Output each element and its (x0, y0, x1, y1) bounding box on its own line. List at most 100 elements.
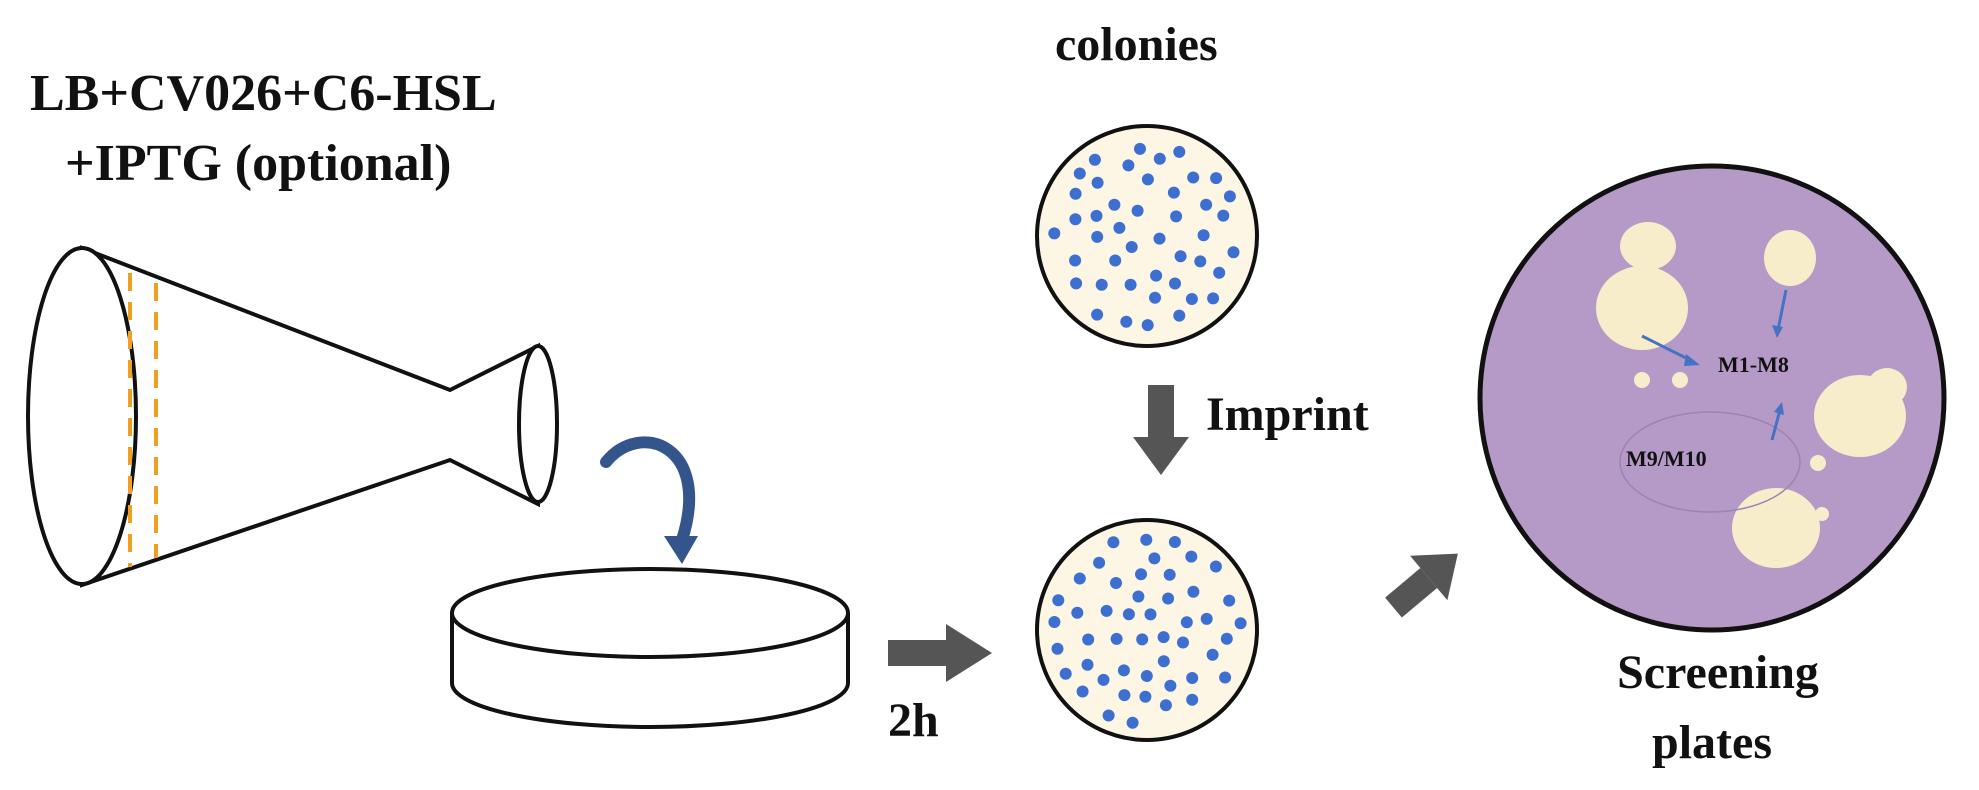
zone-label-m9-m10: M9/M10 (1626, 446, 1707, 471)
halo-zone (1596, 266, 1688, 350)
imprint-arrow (1133, 385, 1189, 475)
colony-dot (1177, 636, 1189, 649)
colony-dot (1150, 269, 1163, 282)
colony-dot (1174, 250, 1187, 263)
colony-dot (1139, 690, 1152, 703)
halo-zone (1732, 488, 1820, 568)
colony-dot (1117, 664, 1130, 677)
colony-dot (1052, 594, 1065, 607)
colony-dot (1219, 671, 1232, 684)
colony-dot (1170, 210, 1183, 223)
colony-dot (1110, 632, 1123, 645)
colony-dot (1169, 277, 1181, 290)
colony-dot (1187, 171, 1200, 184)
colony-dot (1136, 633, 1149, 646)
colony-dot (1200, 198, 1213, 211)
colony-dot (1073, 572, 1086, 585)
screening-label-line1: Screening (1617, 646, 1819, 699)
pour-arrow-head (664, 536, 698, 564)
colony-dot (1144, 608, 1157, 621)
colony-dot (1095, 278, 1108, 291)
flask-body (80, 245, 540, 588)
colony-dot (1124, 278, 1137, 291)
colony-dot (1051, 642, 1064, 655)
colony-dot (1107, 536, 1120, 549)
colony-dot (1159, 699, 1172, 712)
colony-dot (1173, 309, 1186, 322)
colony-dot (1157, 655, 1170, 668)
colony-dot (1093, 556, 1106, 569)
colony-dot (1209, 560, 1222, 573)
colony-dot (1082, 633, 1095, 646)
colony-dot (1168, 536, 1181, 548)
imprint-arrow-shaft (1148, 385, 1174, 437)
colony-dot (1048, 227, 1061, 240)
colony-dot (1220, 632, 1233, 645)
colony-dot (1132, 590, 1145, 603)
halo-zone (1764, 230, 1816, 286)
colonies-label: colonies (1055, 18, 1218, 71)
halo-zone (1634, 372, 1650, 388)
colony-dot (1186, 693, 1199, 706)
colony-dot (1180, 616, 1193, 629)
colony-dot (1157, 631, 1170, 644)
colony-dot (1076, 685, 1089, 698)
culture-flask (26, 245, 559, 588)
colony-dot (1185, 293, 1198, 305)
colony-dot (1185, 550, 1198, 563)
incubation-arrow-head (946, 624, 992, 682)
colony-dot (1194, 255, 1207, 268)
colony-dot (1141, 173, 1154, 186)
colony-plate-top (1035, 124, 1259, 348)
colony-dot (1234, 617, 1247, 630)
halo-zone (1672, 372, 1688, 388)
colony-dot (1059, 667, 1072, 680)
flask-label-line2: +IPTG (optional) (65, 135, 451, 192)
pour-arrow (600, 436, 698, 564)
colony-dot (1126, 716, 1139, 729)
colony-dot (1213, 266, 1226, 279)
colony-dot (1187, 585, 1200, 598)
colony-dot (1200, 612, 1213, 625)
pointer-arrow-head (1684, 354, 1700, 366)
flask-label-line1: LB+CV026+C6-HSL (30, 65, 497, 122)
colony-dot (1141, 319, 1154, 332)
colony-dot (1100, 604, 1113, 617)
colony-dot (1210, 172, 1223, 185)
halo-zone (1810, 455, 1826, 471)
halo-zone (1815, 507, 1829, 521)
m9-m10-zone-outline (1619, 411, 1801, 513)
pointer-arrow-head (1772, 325, 1783, 338)
colony-dot (1197, 229, 1210, 242)
pour-arrow-shaft (600, 436, 696, 546)
colony-dot (1070, 277, 1083, 290)
colony-dot (1091, 308, 1104, 321)
colony-dot (1069, 254, 1082, 267)
colony-dot (1102, 709, 1115, 722)
colony-dot (1186, 672, 1199, 684)
transfer-arrow-shaft (1385, 568, 1438, 618)
colony-dot (1148, 552, 1161, 565)
transfer-arrow-head (1410, 553, 1458, 601)
colony-dot (1207, 292, 1220, 305)
halo-zone (1620, 222, 1676, 270)
colonies-bottom (1048, 533, 1247, 729)
pointer-arrow-head (1774, 402, 1784, 415)
colony-dot (1162, 592, 1175, 605)
colony-dot (1110, 577, 1122, 589)
colony-dot (1153, 152, 1166, 165)
colony-dot (1164, 679, 1177, 692)
colony-dot (1069, 187, 1082, 200)
imprint-label: Imprint (1206, 388, 1369, 441)
colony-dot (1073, 167, 1086, 180)
colony-dot (1071, 606, 1084, 619)
colony-dot (1153, 232, 1166, 245)
halo-zones (1596, 222, 1907, 568)
colony-dot (1167, 186, 1180, 199)
imprint-arrow-head (1133, 437, 1189, 475)
petri-dish-top (450, 567, 850, 659)
colony-dot (1108, 198, 1121, 211)
colony-dot (1125, 241, 1138, 253)
colony-dot (1091, 176, 1104, 189)
incubation-arrow-shaft (888, 640, 946, 666)
